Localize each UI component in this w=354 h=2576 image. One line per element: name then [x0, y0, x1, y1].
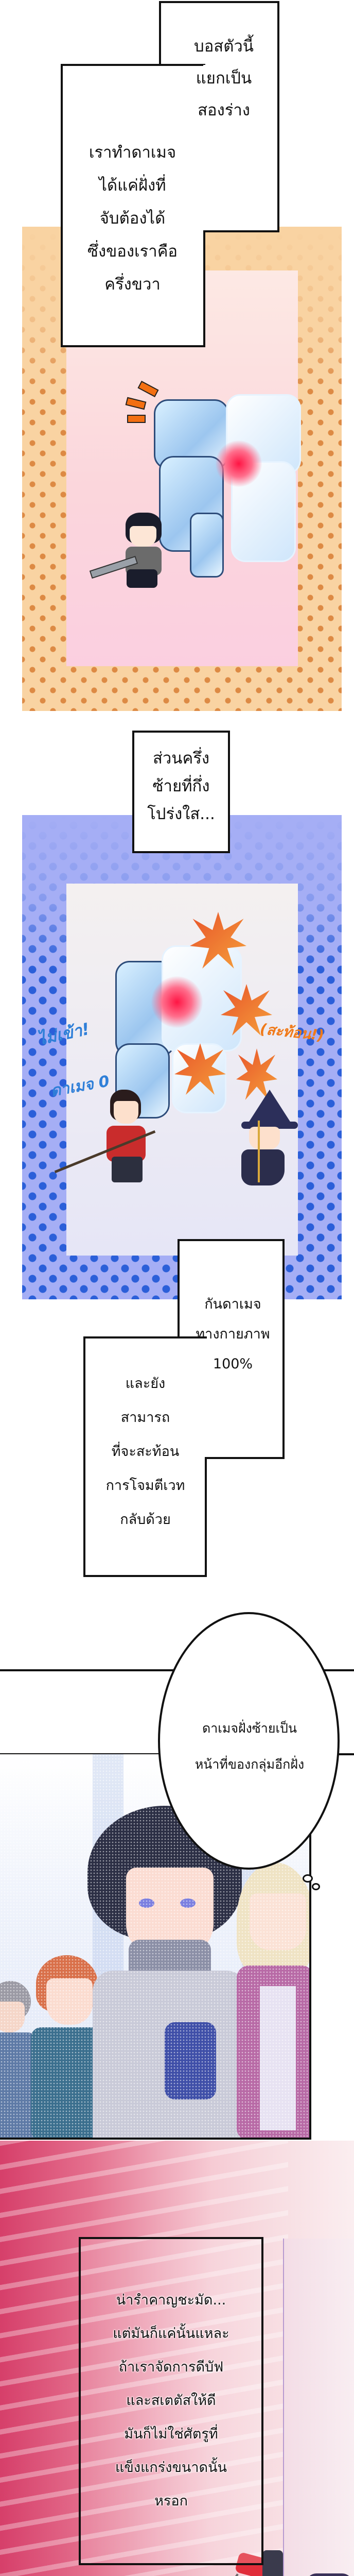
text-line: แต่มันก็แค่นั้นแหละ	[113, 2326, 229, 2342]
text-line: สามารถ	[120, 1410, 170, 1426]
speech-text-left-damage: ดาเมจฝั่งซ้ายเป็น หน้าที่ของกลุ่มอีกฝั่ง	[165, 1718, 334, 1775]
narration-box-1-bottom	[61, 64, 205, 347]
narration-box-3-join	[205, 1338, 282, 1457]
text-line: ซึ่งของเราคือ	[87, 242, 178, 261]
bubble-tail-circle	[312, 1883, 320, 1890]
panel-3-girls-scene	[0, 1754, 311, 2140]
narration-box-5	[79, 2237, 263, 2565]
narration-text-physical-immune: กันดาเมจ ทางกายภาพ 100%	[185, 1295, 280, 1374]
speech-bubble	[158, 1612, 340, 1870]
hall-railings	[0, 2141, 288, 2576]
narration-text-left-half: ส่วนครึ่ง ซ้ายที่กึ่ง โปร่งใส...	[135, 749, 227, 823]
hall-floor	[283, 2239, 354, 2576]
text-line: แยกเป็น	[196, 69, 252, 88]
text-line: กลับด้วย	[120, 1512, 171, 1528]
text-line: ได้แค่ฝั่งที่	[99, 176, 166, 195]
narration-text-annoying: น่ารำคาญชะมัด... แต่มันก็แค่นั้นแหละ ถ้า…	[82, 2287, 260, 2514]
text-line: ซ้ายที่กึ่ง	[152, 777, 210, 795]
text-line: น่ารำคาญชะมัด...	[116, 2292, 226, 2308]
text-line: และสเตตัสให้ดี	[126, 2393, 216, 2409]
text-line: หรอก	[154, 2493, 188, 2509]
text-line: ถ้าเราจัดการดีบัฟ	[118, 2359, 224, 2375]
wizard-figure	[257, 2568, 354, 2576]
text-line: แข็งแกร่งขนาดนั้น	[115, 2460, 227, 2476]
narration-text-damage-right: เราทำดาเมจ ได้แค่ฝั่งที่ จับต้องได้ ซึ่ง…	[72, 143, 193, 294]
chibi-wizard-character	[221, 1090, 298, 1185]
text-line: ที่จะสะท้อน	[111, 1444, 180, 1460]
panel-2-scene	[54, 884, 298, 1256]
narration-box-3-edge	[205, 1457, 285, 1459]
text-line: มันก็ไม่ใช่ศัตรูที่	[124, 2426, 218, 2442]
text-line: ครึ่งขวา	[104, 275, 161, 294]
text-line: โปร่งใส...	[147, 805, 215, 823]
alert-marks-icon	[123, 381, 164, 426]
chibi-spearman-character	[54, 1090, 169, 1193]
text-line: ทางกายภาพ	[196, 1326, 270, 1342]
text-line: เราทำดาเมจ	[88, 143, 176, 162]
ice-golem-character	[154, 389, 301, 585]
narration-text-magic-reflect: และยัง สามารถ ที่จะสะท้อน การโจมตีเวท กล…	[90, 1375, 201, 1529]
text-line: กันดาเมจ	[204, 1296, 261, 1312]
bubble-tail-circle	[303, 1874, 313, 1883]
text-line: และยัง	[125, 1376, 166, 1392]
narration-box-2	[132, 731, 230, 853]
text-line: ส่วนครึ่ง	[152, 749, 210, 768]
text-line: ดาเมจฝั่งซ้ายเป็น	[202, 1721, 297, 1736]
text-line: หน้าที่ของกลุ่มอีกฝั่ง	[194, 1757, 305, 1772]
red-spearman-figure	[216, 2550, 283, 2576]
narration-box-3-bottom	[83, 1336, 207, 1577]
narration-box-1-join	[203, 65, 277, 230]
narration-text-boss-split: บอสตัวนี้ แยกเป็น สองร่าง	[175, 37, 273, 120]
text-line: การโจมตีเวท	[105, 1478, 185, 1494]
text-line: บอสตัวนี้	[194, 37, 254, 56]
text-line: จับต้องได้	[99, 209, 166, 228]
narration-box-1-edge	[203, 230, 279, 232]
text-line: สองร่าง	[198, 101, 250, 120]
text-line: 100%	[213, 1356, 253, 1372]
chibi-swordsman-character	[89, 513, 167, 590]
